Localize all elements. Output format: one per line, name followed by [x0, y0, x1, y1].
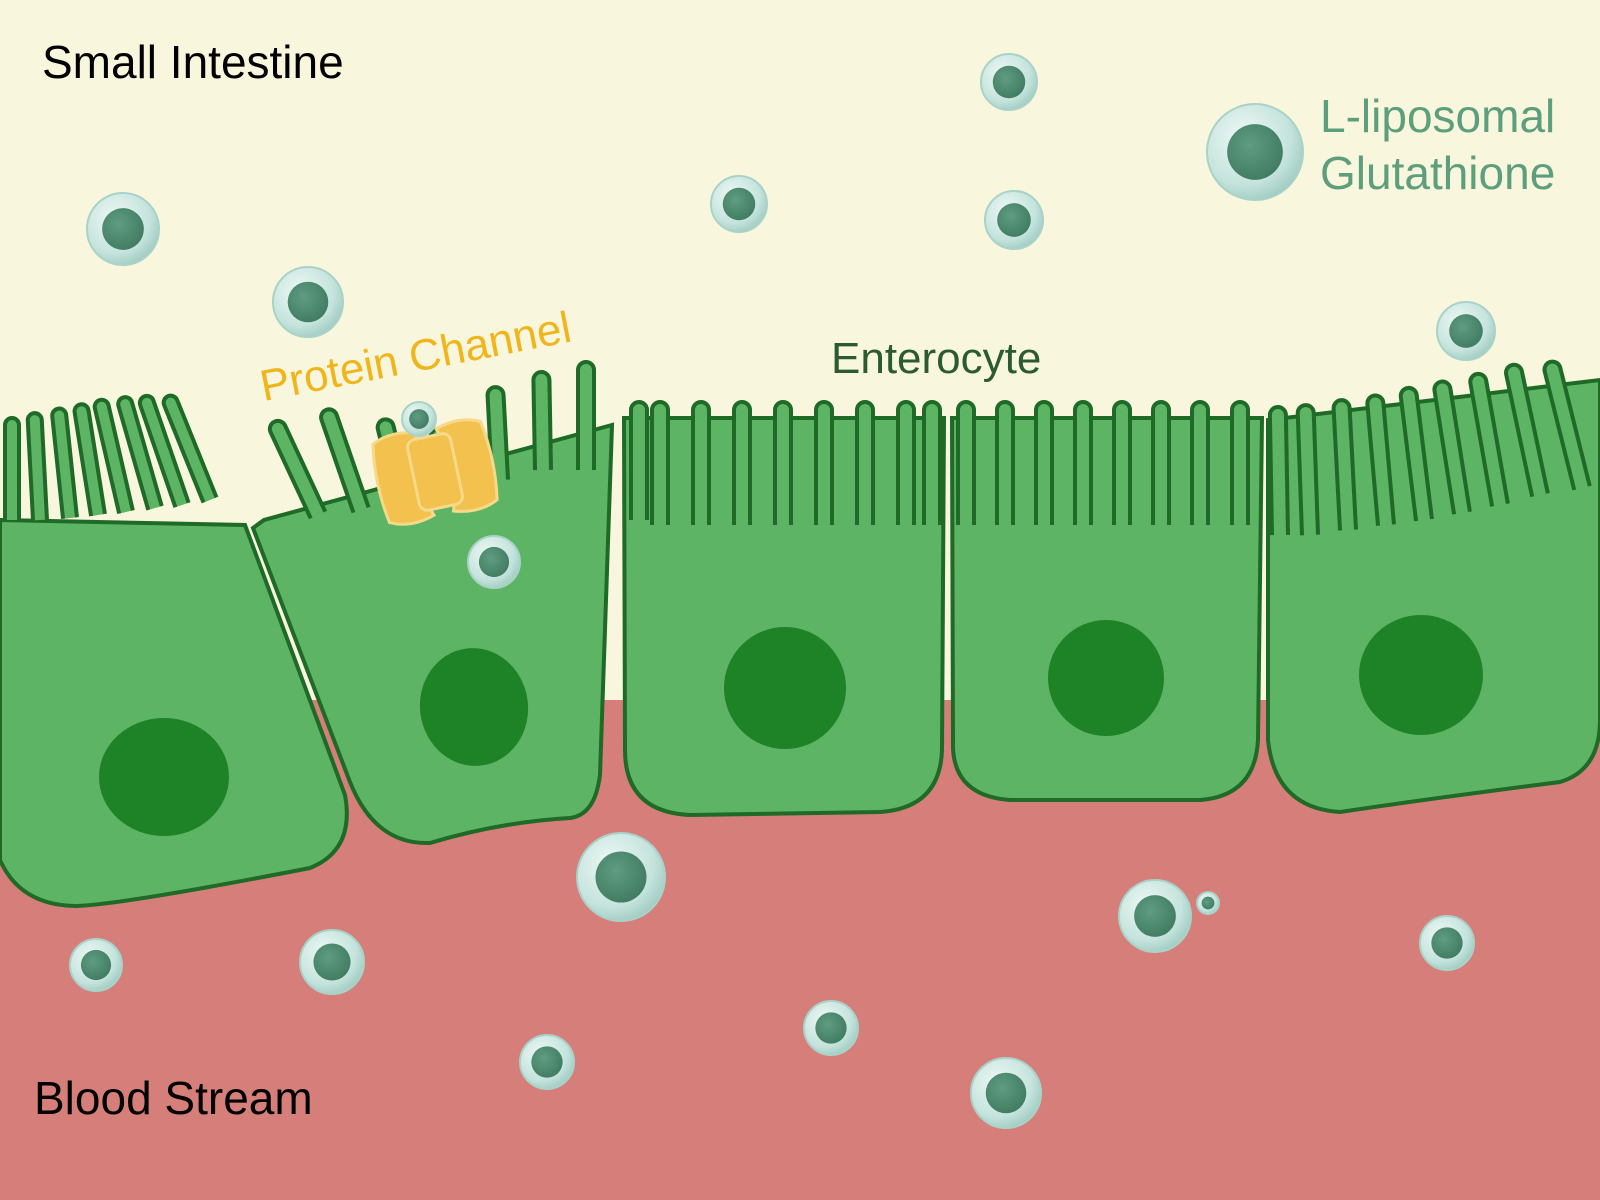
liposome: [1436, 301, 1496, 361]
liposome-core: [985, 1072, 1027, 1114]
liposome-core: [1227, 124, 1283, 180]
liposome: [1206, 103, 1304, 201]
liposome-core: [992, 65, 1026, 99]
enterocyte-cell: [621, 400, 947, 818]
liposome-core: [409, 409, 429, 429]
enterocyte-cell: [1266, 359, 1600, 815]
liposome: [803, 1000, 859, 1056]
cell-body: [1266, 377, 1600, 815]
liposome: [984, 190, 1044, 250]
nucleus: [724, 627, 846, 749]
cell-body: [949, 416, 1265, 802]
small-intestine-label: Small Intestine: [42, 36, 344, 88]
enterocyte-cell: [0, 393, 349, 909]
blood-stream-label: Blood Stream: [34, 1072, 313, 1124]
liposome: [970, 1057, 1042, 1129]
enterocyte-layer: [0, 359, 1600, 909]
liposome-core: [1134, 895, 1176, 937]
microvilli: [956, 400, 1250, 525]
microvilli: [3, 393, 219, 521]
liposome-core: [997, 203, 1031, 237]
nucleus: [1359, 615, 1483, 735]
liposome: [1196, 891, 1220, 915]
liposome-core: [815, 1012, 847, 1044]
liposome: [1419, 915, 1475, 971]
enterocyte-cell: [250, 360, 615, 846]
liposome-core: [595, 851, 647, 903]
liposome-core: [722, 187, 756, 221]
nucleus: [99, 718, 229, 836]
liposome: [272, 266, 344, 338]
liposome: [576, 832, 666, 922]
liposome: [86, 192, 160, 266]
liposomal-label-line2: Glutathione: [1320, 147, 1556, 199]
liposome: [1118, 879, 1192, 953]
nucleus: [1048, 620, 1164, 736]
liposome-core: [531, 1046, 563, 1078]
cell-body: [250, 422, 615, 846]
liposome: [519, 1034, 575, 1090]
liposome: [69, 938, 123, 992]
liposomal-label-line1: L-liposomal: [1320, 90, 1556, 142]
protein-channel-shape: [371, 418, 499, 526]
enterocyte-cell: [949, 400, 1265, 802]
liposome: [299, 929, 365, 995]
liposome: [980, 53, 1038, 111]
liposomal-glutathione-label: L-liposomal Glutathione: [1320, 88, 1555, 202]
enterocyte-label: Enterocyte: [831, 334, 1042, 383]
cell-body: [0, 517, 349, 909]
microvilli: [629, 400, 942, 525]
liposome-core: [102, 208, 144, 250]
liposome-layer: [69, 53, 1496, 1129]
liposome-core: [478, 546, 510, 578]
liposome-core: [287, 281, 329, 323]
liposome-core: [313, 943, 351, 981]
nucleus: [419, 648, 529, 766]
liposome-core: [1449, 314, 1483, 348]
liposome: [710, 175, 768, 233]
liposome: [467, 535, 521, 589]
liposome-core: [1201, 896, 1215, 910]
liposome-core: [1431, 927, 1463, 959]
liposome: [401, 401, 437, 437]
liposome-core: [80, 949, 112, 981]
microvilli: [1267, 359, 1592, 536]
